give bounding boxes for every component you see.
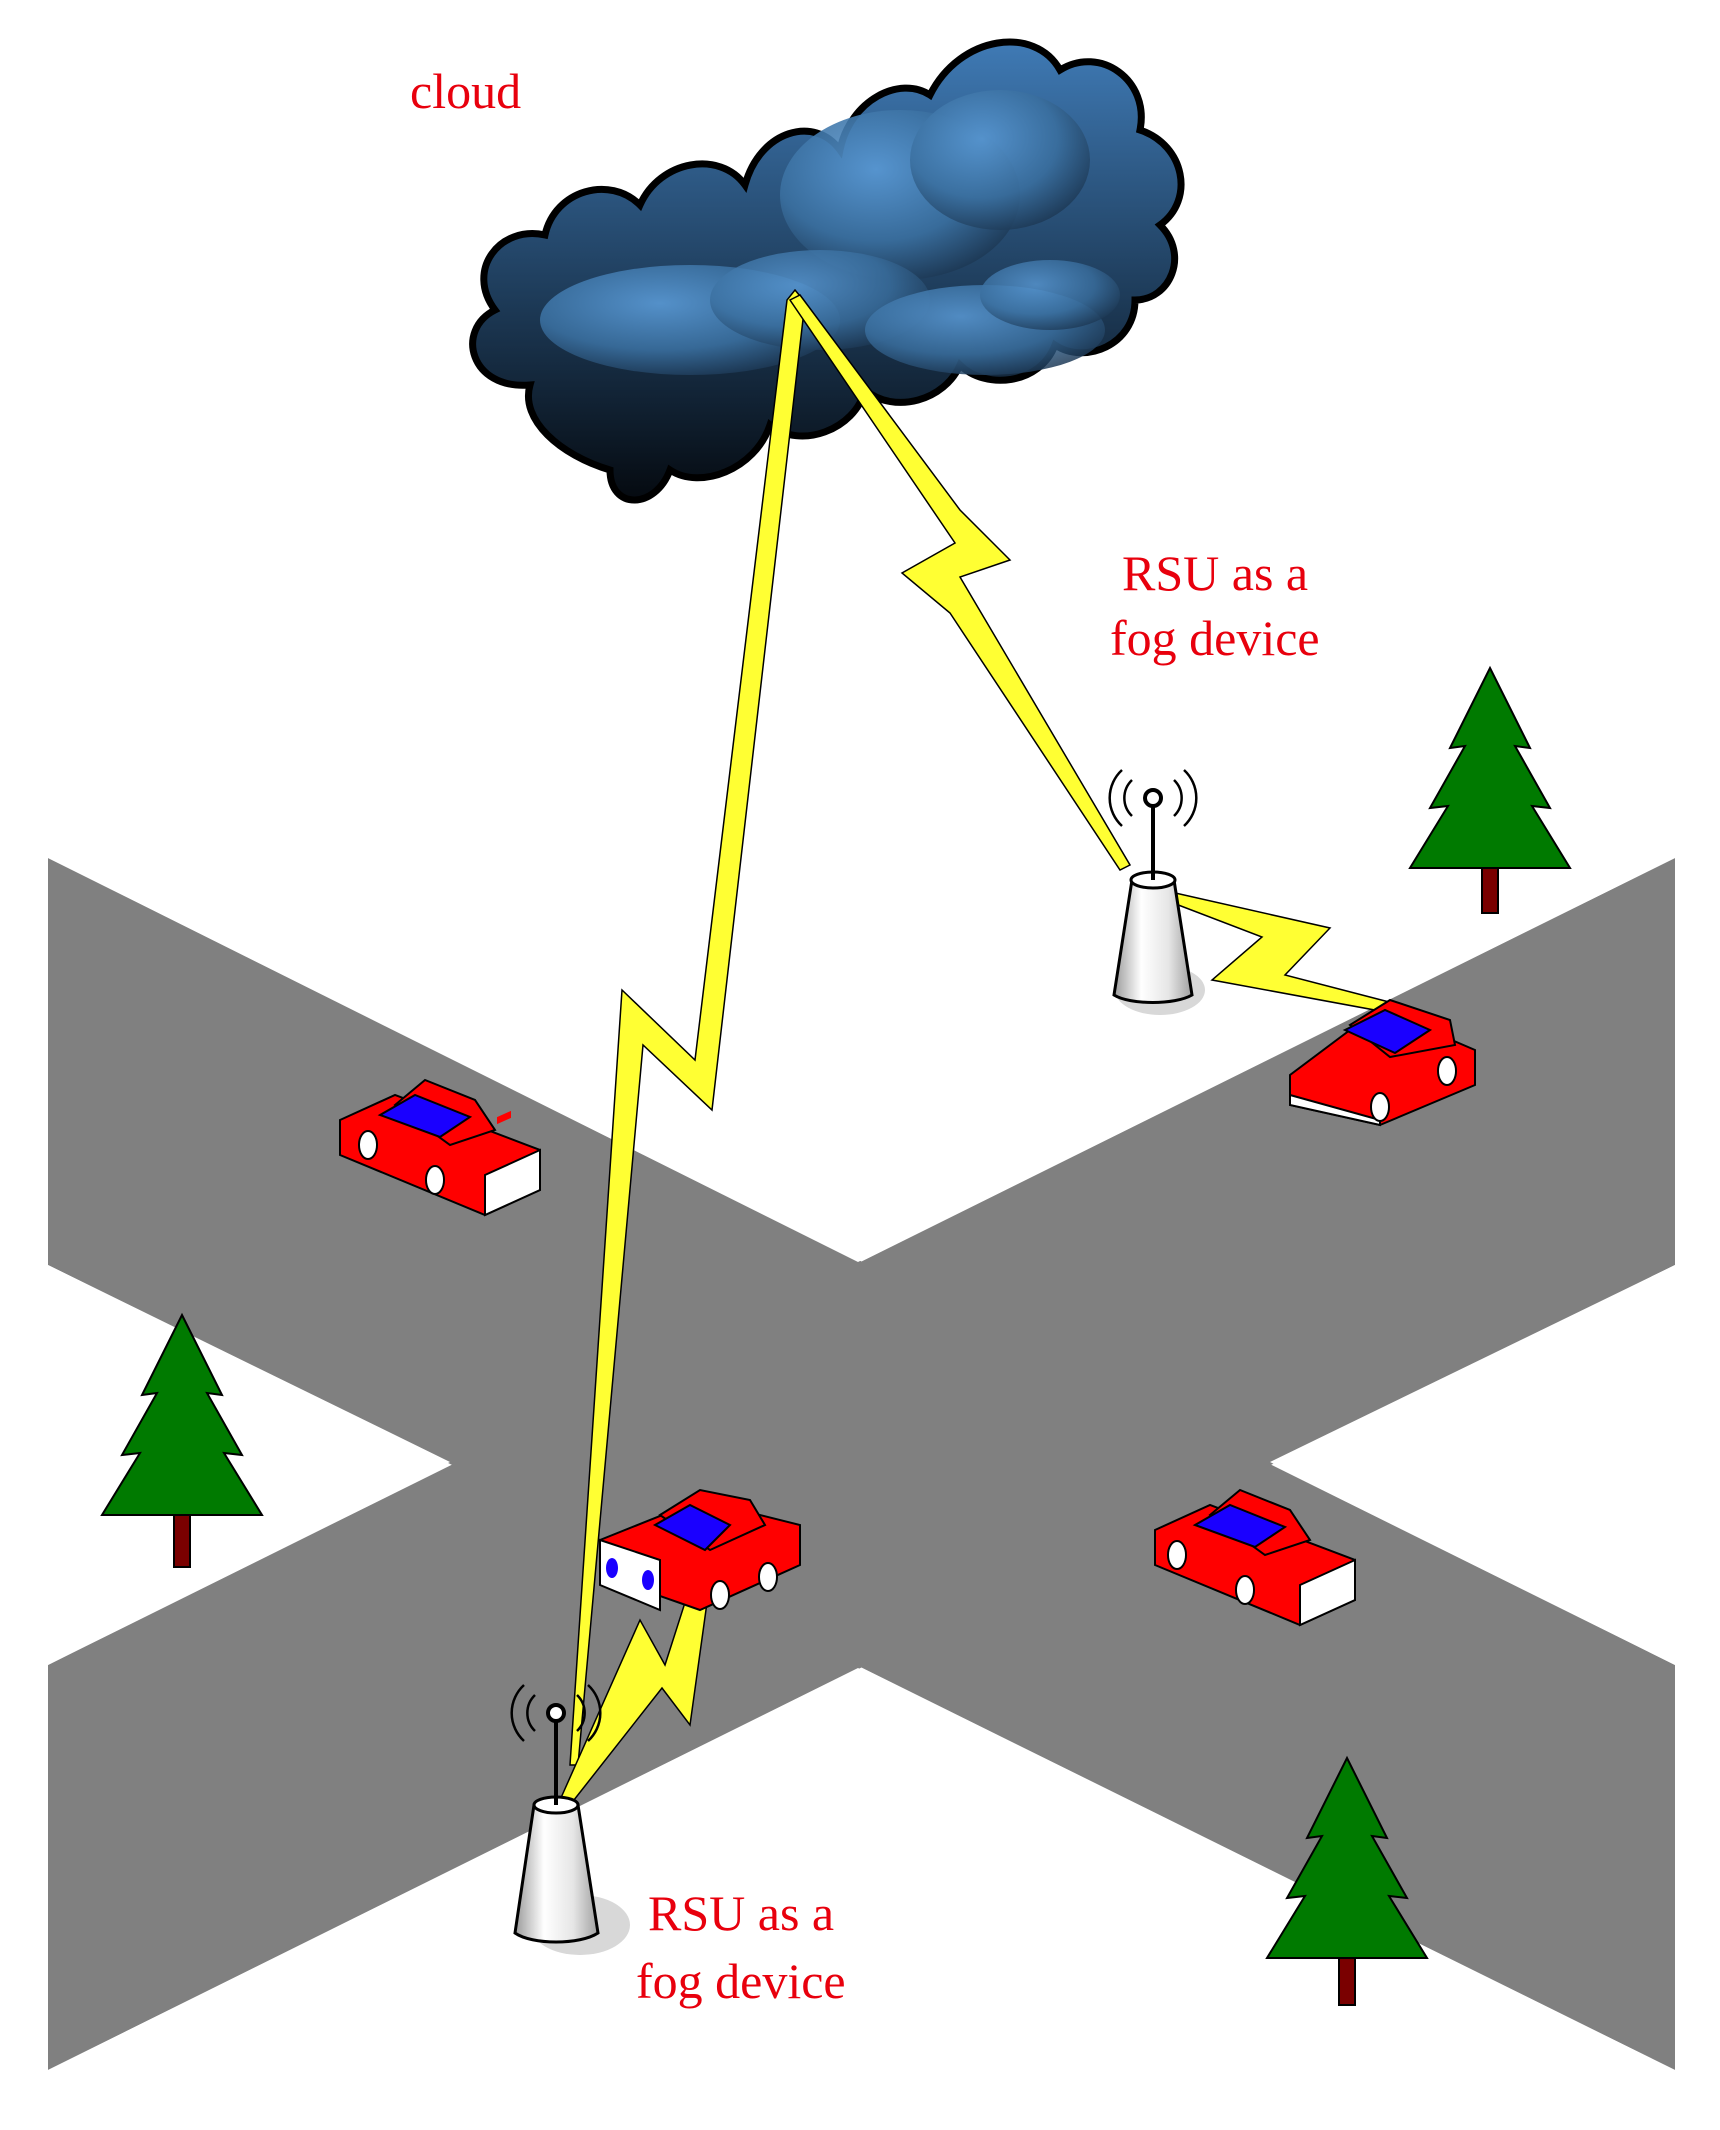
storm-cloud-icon xyxy=(469,38,1185,504)
radio-tower-icon xyxy=(510,1684,630,1955)
radio-tower-icon xyxy=(1108,769,1205,1015)
lightning-bolt-icon xyxy=(788,294,1132,871)
rsu-top-label-line2: fog device xyxy=(1110,610,1320,666)
car-icon xyxy=(599,1488,801,1612)
lightning-bolt-icon xyxy=(569,288,806,1766)
car-icon xyxy=(1154,1488,1356,1627)
car-icon xyxy=(1289,998,1476,1127)
road-diagonal-2 xyxy=(48,858,1675,2070)
rsu-bottom-label-line1: RSU as a xyxy=(648,1885,834,1941)
road-gap-right xyxy=(1270,1265,1675,1665)
pine-tree-icon xyxy=(100,1312,264,1568)
rsu-top-label-line1: RSU as a xyxy=(1122,545,1308,601)
road-gap-left xyxy=(48,1265,450,1665)
pine-tree-icon xyxy=(1408,665,1572,914)
road-gap-bottom xyxy=(48,1668,1675,2070)
pine-tree-icon xyxy=(1265,1755,1429,2006)
car-icon xyxy=(339,1078,541,1217)
rsu-bottom-label-line2: fog device xyxy=(636,1953,846,2009)
cloud-label: cloud xyxy=(410,63,521,119)
